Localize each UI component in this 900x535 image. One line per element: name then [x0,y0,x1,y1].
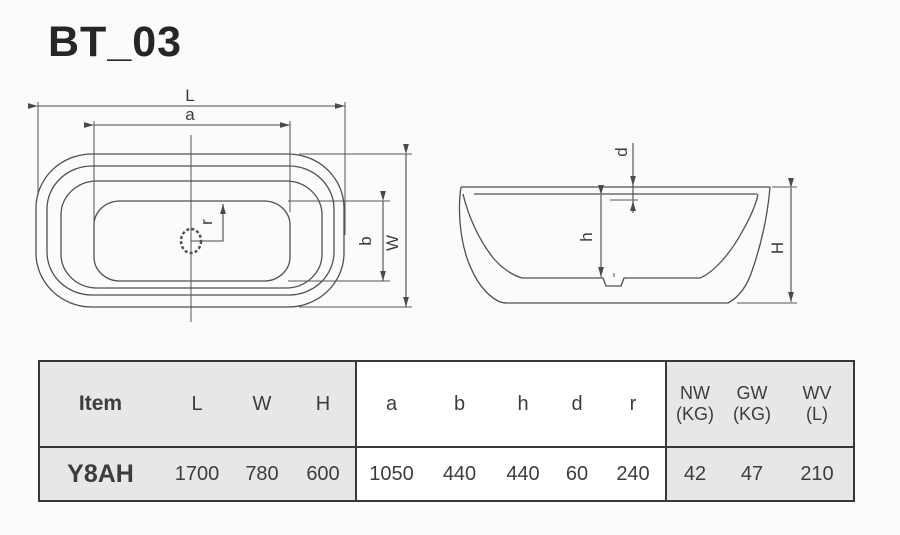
side-basin-floor [522,277,700,287]
col-header-a: a [355,361,426,449]
spec-table: Item L W H a b h d r NW (KG) GW (KG) WV … [38,360,855,502]
side-view: d h H [458,143,797,304]
page-title: BT_03 [48,18,183,66]
dim-label-a: a [185,105,195,124]
value-wv: 210 [781,447,854,501]
col-header-L: L [161,361,233,449]
table-header-row: Item L W H a b h d r NW (KG) GW (KG) WV … [39,361,854,449]
value-b: 440 [426,447,493,501]
value-h: 440 [493,447,553,501]
side-outer-wall-left [458,186,508,304]
col-header-gw-label: GW [736,383,768,404]
col-header-nw-label: NW [680,383,710,404]
dim-line-r [191,204,224,242]
value-item: Y8AH [39,447,161,501]
dim-label-r: r [197,219,216,225]
col-header-wv-unit: (L) [806,404,828,425]
value-W: 780 [233,447,291,501]
side-outer-wall-right [727,186,771,304]
col-header-item: Item [39,361,161,449]
value-L: 1700 [161,447,233,501]
value-nw: 42 [665,447,723,501]
col-header-h: h [493,361,553,449]
value-d: 60 [553,447,601,501]
dim-label-H: H [768,242,787,254]
col-header-wv: WV (L) [781,361,854,449]
value-H: 600 [291,447,356,501]
col-header-nw: NW (KG) [665,361,723,449]
value-gw: 47 [723,447,781,501]
plan-view: L a W b r [28,86,412,322]
col-header-gw: GW (KG) [723,361,781,449]
col-header-d: d [553,361,601,449]
col-header-nw-unit: (KG) [676,404,714,425]
col-header-gw-unit: (KG) [733,404,771,425]
col-header-wv-label: WV [802,383,832,404]
dim-label-b: b [356,236,375,245]
dim-label-d: d [612,147,631,156]
col-header-r: r [601,361,666,449]
plan-outer-outline [35,153,345,308]
side-inner-wall-left [462,193,523,279]
dim-label-h: h [577,232,596,241]
col-header-W: W [233,361,291,449]
value-a: 1050 [355,447,426,501]
side-inner-wall-right [699,193,759,279]
plan-basin-outline [93,200,291,282]
col-header-H: H [291,361,356,449]
table-data-row: Y8AH 1700 780 600 1050 440 440 60 240 42… [39,447,854,501]
value-r: 240 [601,447,666,501]
dim-label-W: W [383,235,402,251]
col-header-b: b [426,361,493,449]
dim-label-L: L [185,86,194,105]
